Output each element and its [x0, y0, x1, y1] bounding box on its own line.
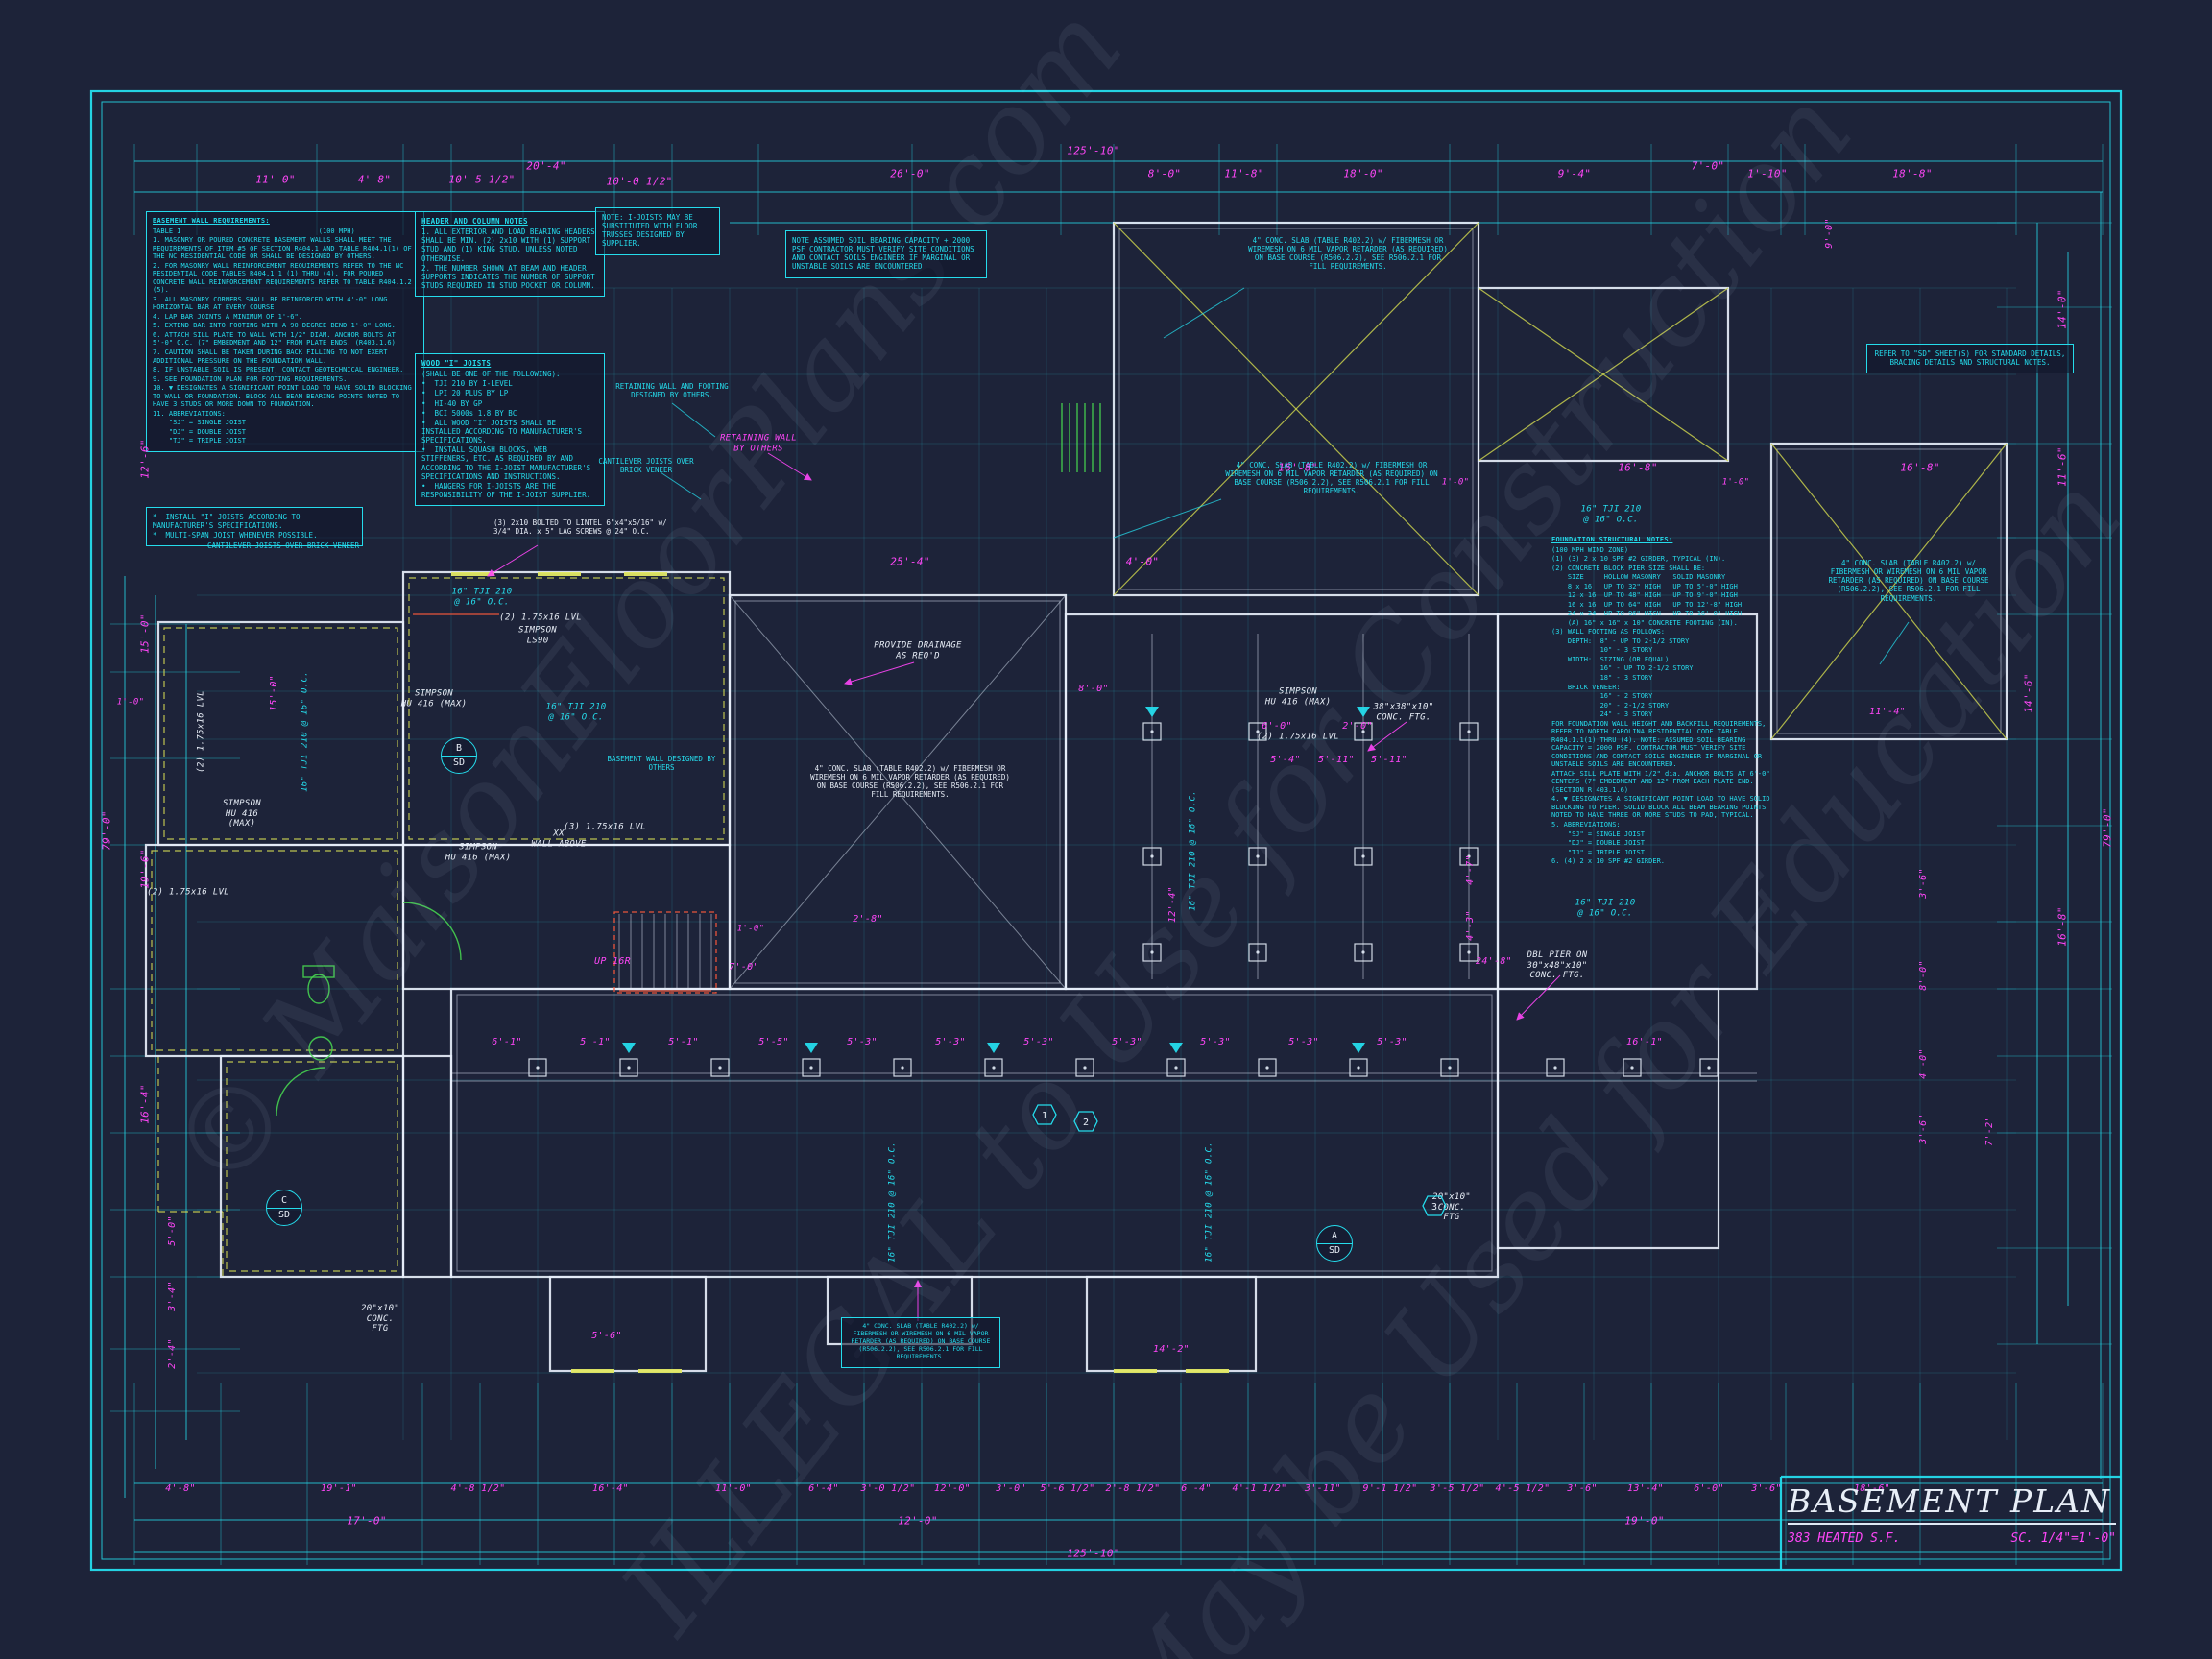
extension-grid-lines	[197, 287, 2016, 1440]
pier-footings	[528, 707, 1719, 1077]
point-load-triangle	[1169, 1043, 1183, 1053]
title-block: BASEMENT PLAN 383 HEATED S.F. SC. 1/4"=1…	[1788, 1482, 2116, 1546]
point-load-triangle	[1145, 707, 1159, 717]
door-swings-and-fixtures	[276, 403, 1101, 1117]
point-load-triangle	[1357, 707, 1370, 717]
plan-title: BASEMENT PLAN	[1788, 1482, 2116, 1525]
interior-wall-lines	[451, 228, 2002, 1272]
sheet-border-inner	[101, 101, 2111, 1560]
point-load-triangle	[805, 1043, 818, 1053]
plan-scale-label: SC. 1/4"=1'-0"	[2010, 1531, 2116, 1546]
exterior-walls	[144, 221, 2008, 1373]
magenta-leaders	[487, 452, 1561, 1321]
dimension-lines	[124, 160, 2103, 1553]
foundation-dashed-walls	[151, 577, 725, 1277]
window-segments	[451, 572, 1229, 1373]
heated-sf-label: 383 HEATED S.F.	[1788, 1531, 1901, 1546]
room-diagonals	[729, 594, 1067, 990]
slab-brace-diagonals	[1113, 222, 2008, 740]
point-load-triangle	[622, 1043, 636, 1053]
point-load-triangle	[1352, 1043, 1365, 1053]
dimension-extension-ticks	[110, 144, 2112, 1565]
point-load-triangle	[987, 1043, 1000, 1053]
sink-fixture	[308, 1036, 333, 1061]
cyan-leaders	[660, 287, 1910, 665]
stair-outline	[413, 613, 717, 994]
sheet-border-outer	[89, 89, 2123, 1572]
toilet-fixture	[307, 974, 330, 1004]
